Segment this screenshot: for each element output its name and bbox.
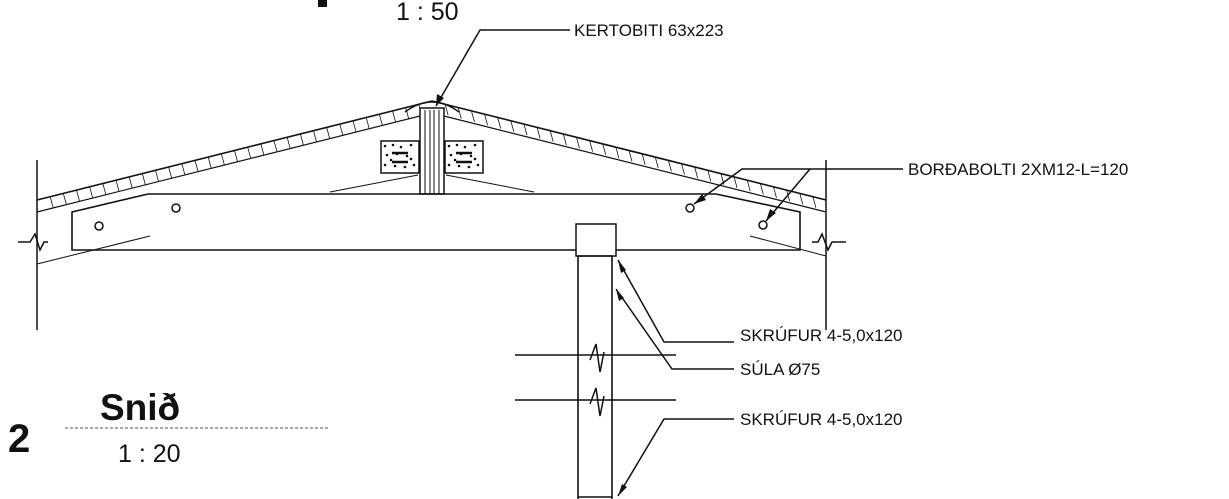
column-break-upper — [515, 343, 676, 373]
callout-kertobiti: KERTOBITI 63x223 — [574, 21, 724, 40]
left-wall — [18, 160, 48, 330]
right-wall — [812, 160, 846, 330]
main-beam — [71, 193, 801, 251]
leader-skrufur-lower — [617, 418, 734, 497]
inner-rafters — [329, 174, 535, 193]
callout-skrufur-upper: SKRÚFUR 4-5,0x120 — [740, 326, 903, 345]
leader-bordabolti — [693, 168, 903, 222]
beam-bolt-holes — [94, 203, 768, 231]
callout-sula: SÚLA Ø75 — [740, 360, 820, 379]
roof-right-slope — [431, 100, 827, 257]
section-scale: 1 : 20 — [118, 440, 181, 468]
leader-kertobiti — [435, 29, 570, 107]
callout-skrufur-lower: SKRÚFUR 4-5,0x120 — [740, 410, 903, 429]
leader-sula — [615, 288, 734, 370]
section-title: Snið — [100, 387, 180, 428]
nail-plate-right — [444, 140, 484, 174]
roof-left-slope — [36, 100, 433, 265]
king-post — [419, 107, 445, 195]
section-number: 2 — [8, 417, 30, 461]
roof-tiles — [49, 104, 817, 208]
column-break-lower — [515, 387, 676, 417]
top-scale-label: 1 : 50 — [396, 0, 459, 26]
column-cap — [575, 223, 617, 257]
column — [577, 255, 613, 499]
leader-skrufur-upper — [617, 259, 734, 343]
ridge-cap — [404, 101, 460, 113]
callout-bordabolti: BORÐABOLTI 2XM12-L=120 — [908, 160, 1128, 179]
nail-plate-left — [380, 140, 420, 174]
top-marker — [318, 0, 327, 7]
